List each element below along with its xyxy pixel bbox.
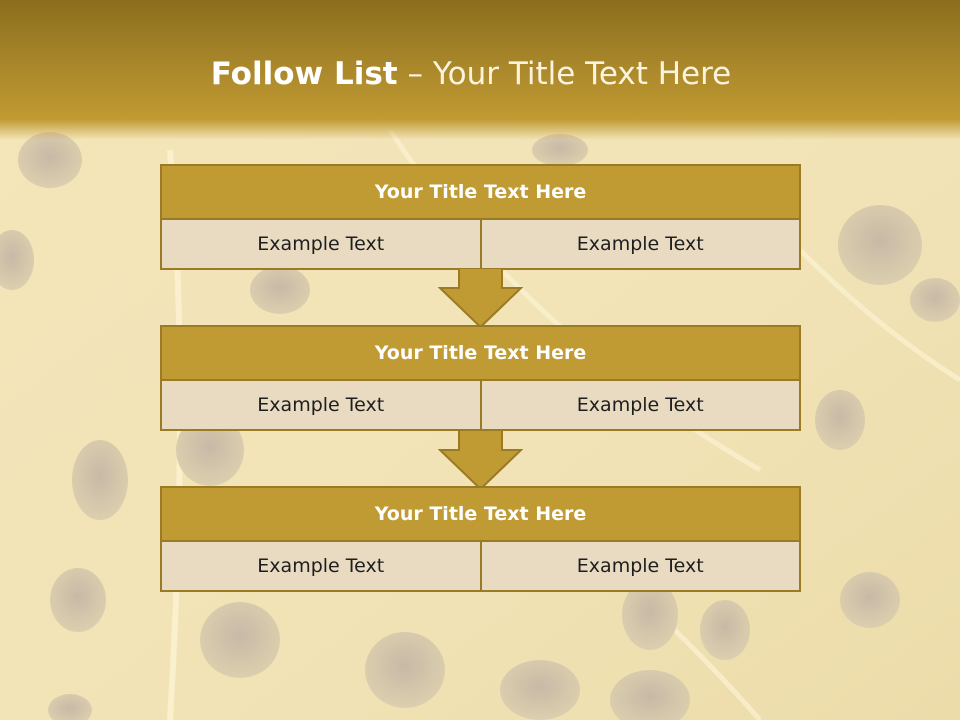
step-block-2: Your Title Text Here Example Text Exampl… — [160, 325, 801, 431]
step-cell-left: Example Text — [160, 220, 482, 270]
title-bold: Follow List — [210, 56, 398, 92]
header-band — [0, 0, 960, 140]
step-title: Your Title Text Here — [160, 486, 801, 542]
step-title: Your Title Text Here — [160, 164, 801, 220]
step-block-3: Your Title Text Here Example Text Exampl… — [160, 486, 801, 592]
down-arrow-icon — [438, 430, 523, 490]
step-row: Example Text Example Text — [160, 381, 801, 431]
title-rest: – Your Title Text Here — [397, 56, 732, 92]
down-arrow-icon — [438, 268, 523, 328]
slide-title: Follow List – Your Title Text Here — [0, 56, 942, 92]
step-row: Example Text Example Text — [160, 542, 801, 592]
step-block-1: Your Title Text Here Example Text Exampl… — [160, 164, 801, 270]
step-row: Example Text Example Text — [160, 220, 801, 270]
step-cell-right: Example Text — [481, 381, 801, 431]
step-title: Your Title Text Here — [160, 325, 801, 381]
step-cell-right: Example Text — [481, 542, 801, 592]
step-cell-left: Example Text — [160, 381, 482, 431]
step-cell-left: Example Text — [160, 542, 482, 592]
step-cell-right: Example Text — [481, 220, 801, 270]
